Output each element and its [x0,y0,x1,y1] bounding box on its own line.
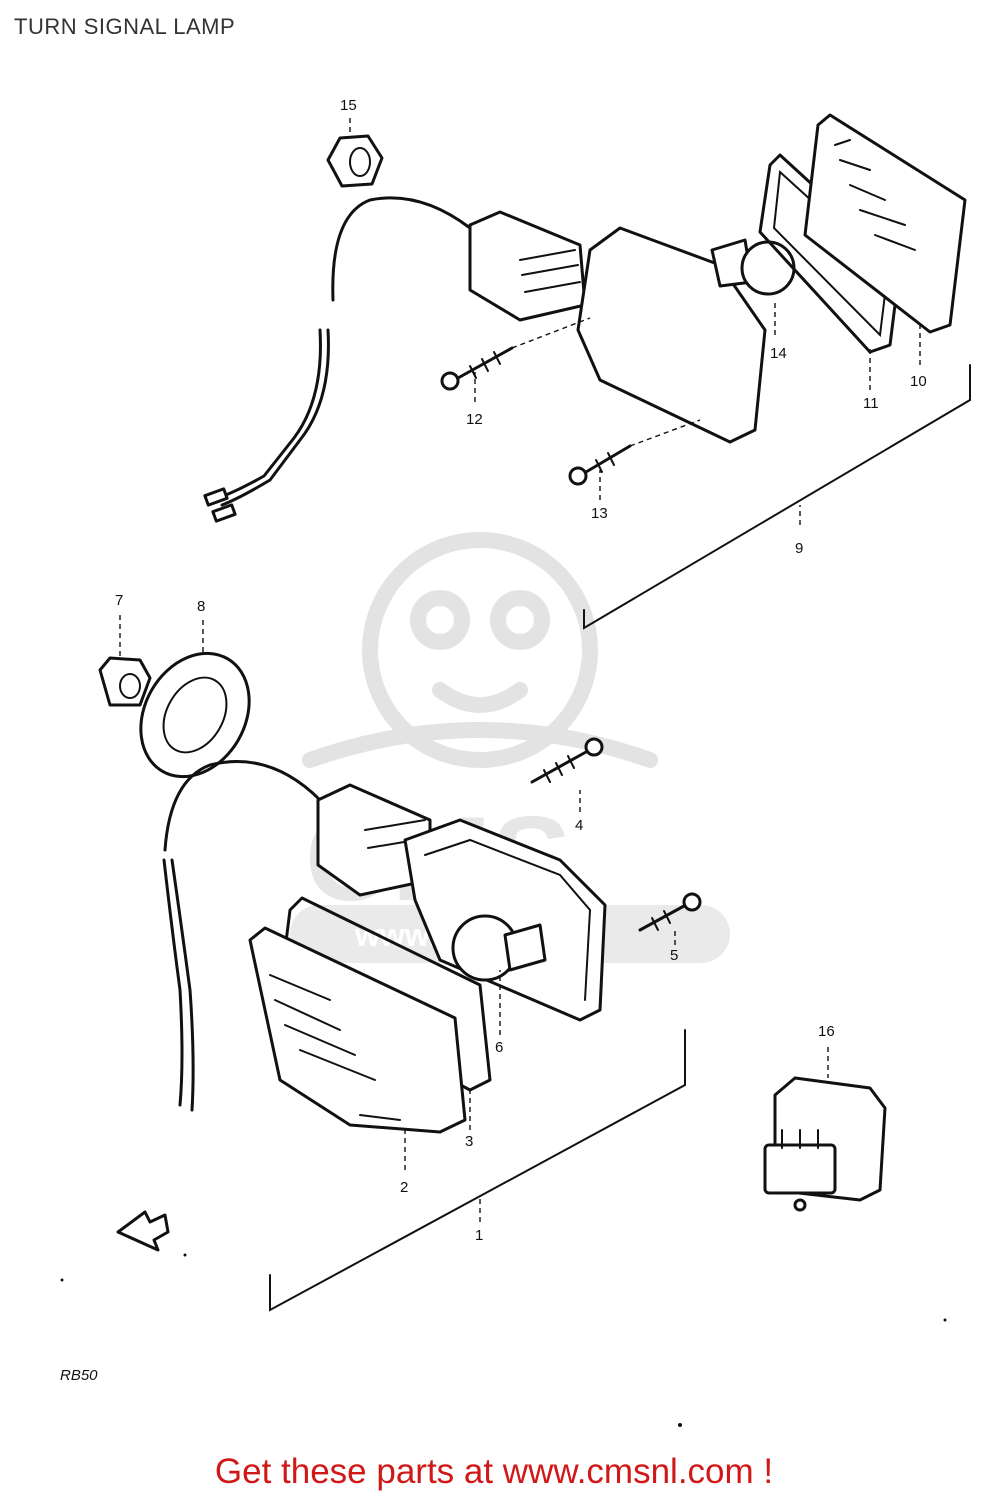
screw-5 [638,892,702,932]
callout-15: 15 [340,97,357,114]
screw-12 [440,346,514,391]
callout-1: 1 [475,1227,483,1244]
callout-16: 16 [818,1023,835,1040]
callout-6: 6 [495,1039,503,1056]
screw-4 [530,737,604,784]
turn-signal-body-lower [316,783,607,1022]
callout-3: 3 [465,1133,473,1150]
callout-10: 10 [910,373,927,390]
callout-2: 2 [400,1179,408,1196]
bulb-6 [451,914,547,982]
wire-harness-upper [203,196,472,523]
callout-7: 7 [115,592,123,609]
relay-16 [763,1076,887,1212]
footer-banner[interactable]: Get these parts at www.cmsnl.com ! [214,1452,774,1491]
page-title: TURN SIGNAL LAMP [14,14,236,39]
callout-13: 13 [591,505,608,522]
bulb-14 [710,238,796,296]
wire-harness-lower [162,760,322,1112]
watermark-logo: CMS www.cmsnl.com [290,532,730,963]
model-code: RB50 [60,1367,98,1384]
callout-4: 4 [575,817,583,834]
screw-13 [568,444,632,486]
cushion-8 [139,651,251,779]
callout-9: 9 [795,540,803,557]
callout-14: 14 [770,345,787,362]
callout-12: 12 [466,411,483,428]
lens-10 [803,113,967,334]
callout-8: 8 [197,598,205,615]
front-arrow-icon [116,1210,170,1252]
grommet-15 [326,134,384,188]
callout-5: 5 [670,947,678,964]
lens-2 [248,926,467,1134]
callout-11: 11 [863,395,879,412]
grommet-7 [98,656,152,707]
